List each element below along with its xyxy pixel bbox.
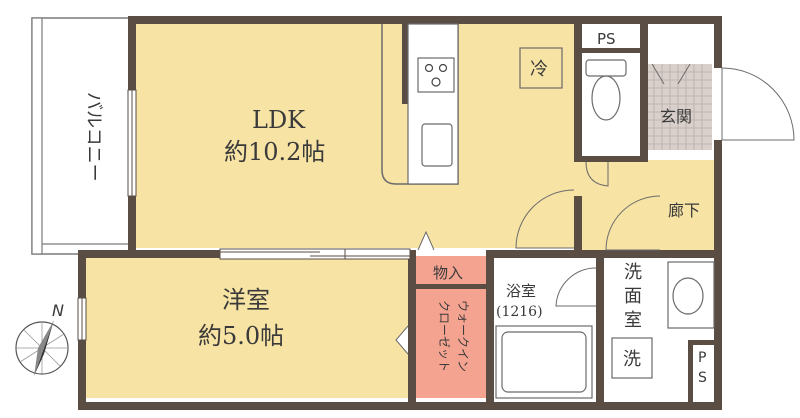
stove-icon [417, 57, 455, 93]
washer-label: 洗 [623, 349, 641, 370]
balcony-label: バルコニー [83, 92, 104, 182]
western-size: 約5.0帖 [198, 322, 284, 350]
bath-size: (1216) [496, 304, 543, 320]
washroom-label-2: 面 [624, 286, 642, 307]
western-room [86, 256, 410, 398]
entrance-tile-grid [646, 64, 712, 150]
fridge-label: 冷 [530, 59, 548, 80]
walk-in-closet-area [414, 288, 490, 398]
entrance-label: 玄関 [660, 107, 692, 126]
ps-bottom-label-p: P [698, 350, 706, 366]
ldk-door-swing [515, 189, 575, 249]
entrance-door [714, 67, 795, 141]
compass-north: N [52, 301, 64, 320]
storage-door-mark [417, 230, 435, 251]
closet-door-mark [395, 325, 409, 355]
compass-icon [15, 320, 69, 376]
hall-label: 廊下 [668, 201, 700, 220]
ldk-size: 約10.2帖 [224, 138, 325, 166]
storage-label: 物入 [433, 264, 463, 282]
shoe-cabinet-doors [651, 63, 691, 85]
toilet-door-swing [585, 161, 609, 187]
closet-label-1: ウォークイン [456, 300, 470, 372]
bath-label: 浴室 [506, 282, 536, 300]
washroom-door-swing [605, 195, 661, 251]
bathtub [495, 325, 593, 399]
ps-bottom-label-s: S [698, 370, 707, 386]
washroom-label-3: 室 [624, 310, 642, 331]
fridge-space: 冷 [519, 47, 563, 89]
sliding-door-ldk-western [219, 248, 411, 260]
wash-basin [667, 261, 715, 329]
ldk-label: LDK [252, 106, 306, 134]
ps-top-label: PS [597, 30, 616, 48]
western-label: 洋室 [222, 286, 270, 314]
washer-space: 洗 [611, 337, 653, 379]
bath-door-swing [555, 267, 597, 307]
sink-icon [421, 123, 453, 167]
washroom-label-1: 洗 [624, 262, 642, 283]
storage-area [414, 256, 490, 288]
ldk-room [134, 24, 578, 248]
balcony: バルコニー [31, 17, 135, 255]
kitchen-counter [381, 23, 459, 185]
closet-label-2: クローゼット [437, 300, 451, 372]
toilet-icon [585, 59, 627, 121]
ps-top-area [584, 24, 640, 52]
hall-floor [578, 160, 716, 250]
